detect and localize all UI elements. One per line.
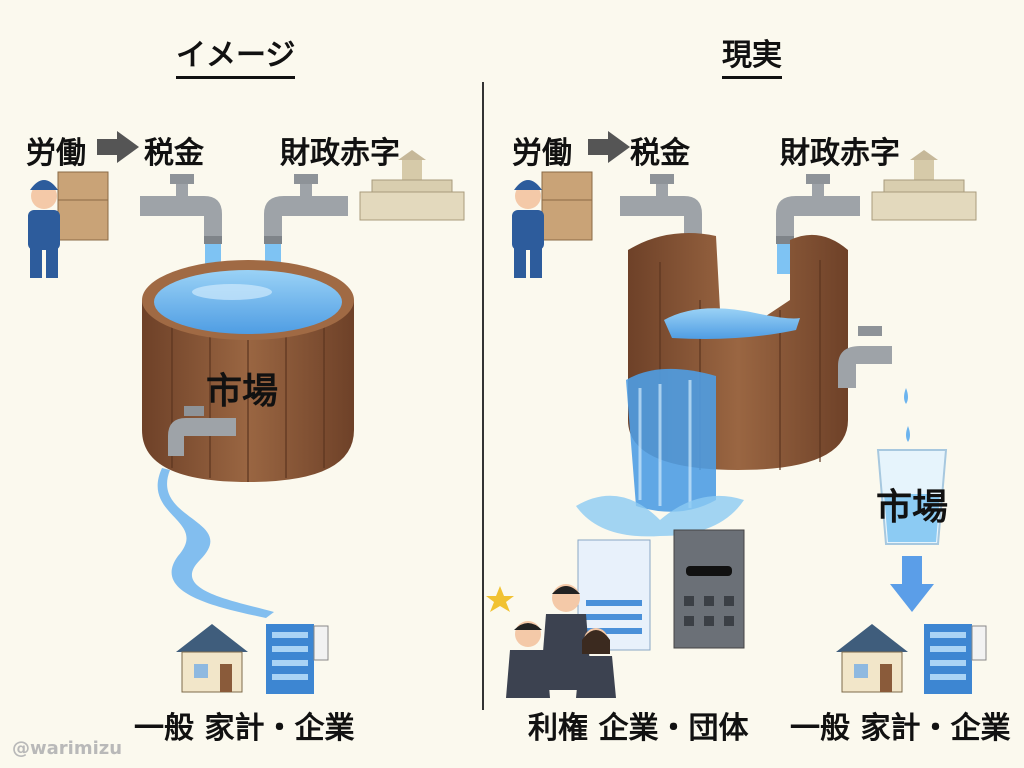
- labor-to-tax-arrow: [97, 131, 139, 163]
- left-labor-label: 労働: [26, 136, 86, 171]
- left-market-label: 市場: [206, 371, 279, 412]
- household-house-icon: [176, 624, 248, 693]
- deficit-faucet-icon-right: [776, 174, 860, 274]
- worker-icon-right: [512, 171, 593, 278]
- privileged-companies-icon: [577, 529, 745, 651]
- market-faucet-icon-right: [838, 326, 910, 442]
- right-deficit-label: 財政赤字: [780, 136, 900, 171]
- water-stream: [157, 468, 274, 618]
- cheering-people-icon: [486, 584, 616, 698]
- credit-handle: @warimizu: [12, 738, 123, 759]
- company-building-icon-right: [924, 624, 987, 694]
- privileged-label: 利権 企業・団体: [528, 711, 749, 746]
- company-building-icon: [266, 624, 329, 694]
- panel-divider: [482, 82, 484, 710]
- left-panel-title: イメージ: [176, 30, 296, 79]
- right-market-label: 市場: [876, 487, 949, 528]
- down-arrow-icon: [890, 556, 934, 612]
- market-barrel-left: [142, 260, 354, 482]
- household-house-icon-right: [836, 624, 908, 693]
- left-tax-label: 税金: [144, 136, 204, 171]
- left-deficit-label: 財政赤字: [280, 136, 400, 171]
- worker-icon: [28, 171, 109, 278]
- barrel-outlet-faucet-icon: [168, 406, 236, 456]
- waterfall: [576, 368, 744, 537]
- right-labor-label: 労働: [512, 136, 572, 171]
- right-panel-title: 現実: [722, 30, 782, 79]
- right-recipients-label: 一般 家計・企業: [790, 711, 1011, 746]
- labor-to-tax-arrow-right: [588, 131, 630, 163]
- left-recipients-label: 一般 家計・企業: [134, 711, 355, 746]
- parliament-building-icon: [359, 150, 465, 221]
- parliament-building-icon-right: [871, 150, 977, 221]
- market-glass-icon: [876, 449, 948, 545]
- right-tax-label: 税金: [630, 136, 690, 171]
